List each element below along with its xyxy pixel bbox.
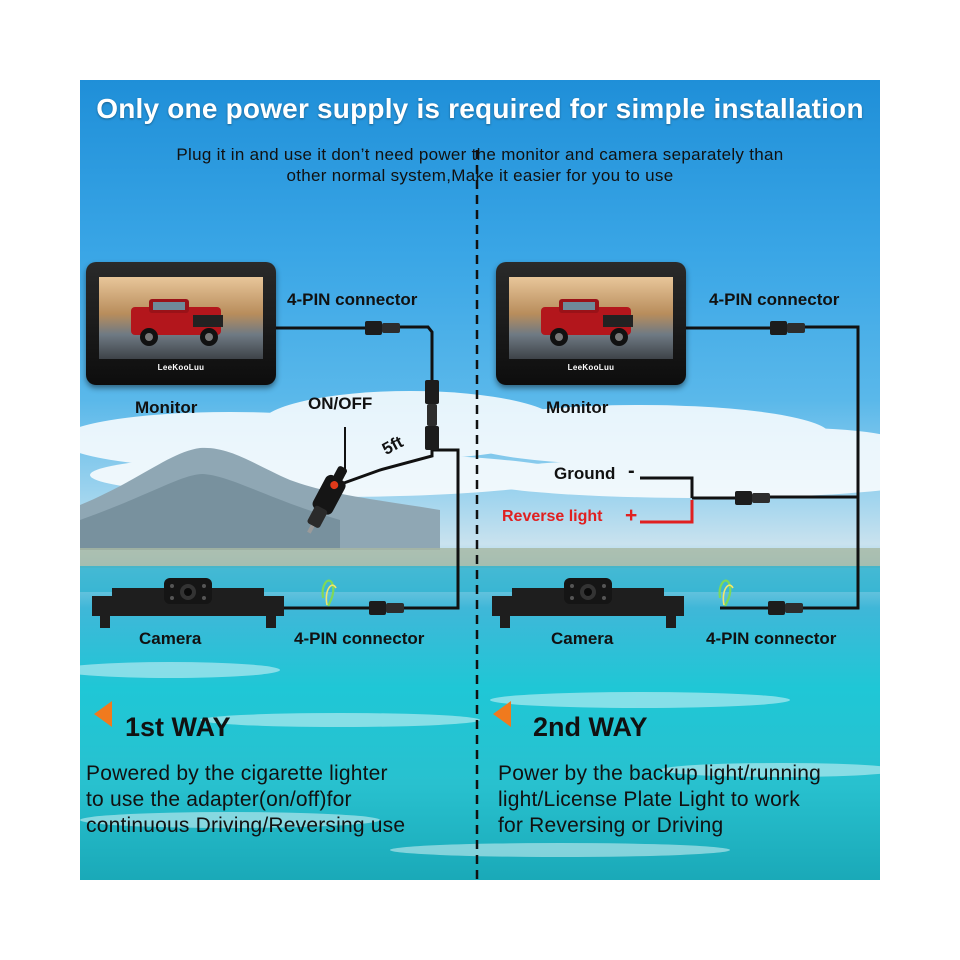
reverse-light-symbol: + — [625, 504, 638, 527]
triangle-left-arrow-icon — [493, 701, 511, 727]
left-inline-connector — [425, 380, 439, 450]
waves — [80, 662, 880, 857]
shoreline — [80, 548, 880, 568]
left-connector-bottom-label: 4-PIN connector — [294, 629, 425, 648]
right-connector-bottom-label: 4-PIN connector — [706, 629, 837, 648]
monitor-icon: LeeKooLuu — [86, 262, 276, 385]
monitor-brand: LeeKooLuu — [157, 363, 205, 372]
truck-image — [131, 299, 223, 346]
ground-label: Ground — [554, 464, 616, 483]
reverse-light-wire — [640, 500, 694, 524]
left-connector-top — [365, 321, 400, 335]
subtitle-line-1: Plug it in and use it don’t need power t… — [176, 145, 784, 164]
cigarette-lighter-plug-icon — [307, 466, 347, 534]
monitor-brand: LeeKooLuu — [567, 363, 615, 372]
switch-label: ON/OFF — [308, 394, 373, 413]
subtitle-line-2: other normal system,Make it easier for y… — [286, 166, 674, 185]
page-title: Only one power supply is required for si… — [96, 93, 864, 124]
sky-sea-background — [80, 150, 880, 880]
left-fuse-wire — [321, 579, 335, 607]
second-way-title: 2nd WAY — [533, 712, 648, 742]
right-power-connector — [735, 491, 770, 505]
license-plate-camera-icon — [92, 578, 284, 628]
right-connector-top — [770, 321, 805, 335]
right-wiring — [640, 325, 860, 610]
second-way-description: Power by the backup light/running light/… — [498, 762, 821, 837]
monitor-icon: LeeKooLuu — [496, 262, 686, 385]
left-monitor-label: Monitor — [135, 398, 198, 417]
right-connector-bottom — [768, 601, 803, 615]
left-connector-bottom — [369, 601, 404, 615]
installation-diagram: Only one power supply is required for si… — [80, 80, 880, 880]
right-connector-top-label: 4-PIN connector — [709, 290, 840, 309]
right-camera-label: Camera — [551, 629, 614, 648]
truck-image — [541, 299, 633, 346]
ground-symbol: - — [628, 460, 635, 482]
reverse-light-label: Reverse light — [502, 508, 603, 525]
left-camera-label: Camera — [139, 629, 202, 648]
sea-far — [80, 566, 880, 592]
first-way-description: Powered by the cigarette lighter to use … — [86, 762, 406, 837]
triangle-left-arrow-icon — [94, 701, 112, 727]
left-connector-top-label: 4-PIN connector — [287, 290, 418, 309]
left-wiring — [275, 325, 460, 610]
monitor-screen — [99, 277, 263, 359]
license-plate-camera-icon — [492, 578, 684, 628]
monitor-screen — [509, 277, 673, 359]
right-fuse-wire — [718, 579, 732, 607]
first-way-title: 1st WAY — [125, 712, 231, 742]
right-monitor-label: Monitor — [546, 398, 609, 417]
